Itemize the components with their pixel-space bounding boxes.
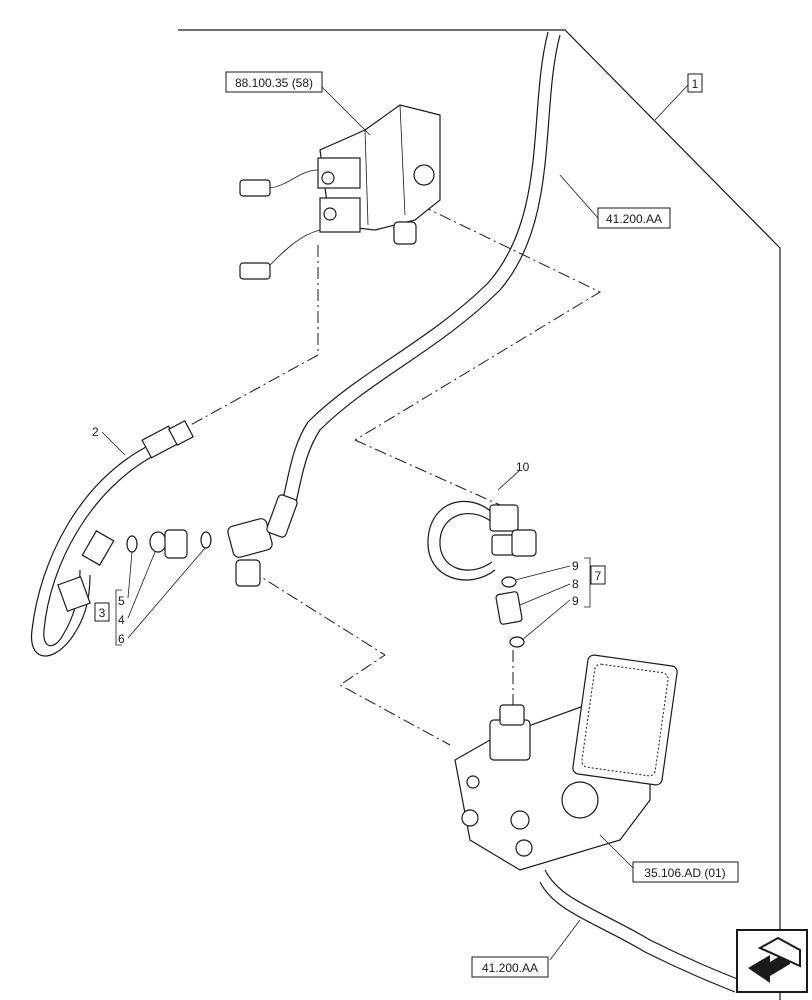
solenoid-valve-block	[239, 104, 441, 280]
leader-lines	[101, 84, 689, 961]
next-page-arrow-icon[interactable]	[736, 929, 808, 993]
kit-label-3: 3	[99, 606, 106, 620]
diagram-frame	[178, 29, 781, 1000]
ref-label-pump: 35.106.AD (01)	[644, 866, 725, 880]
callout-5: 5	[118, 594, 125, 608]
callout-4: 4	[118, 613, 125, 627]
ref-box-valve[interactable]: 88.100.35 (58)	[225, 71, 323, 93]
callout-8: 8	[572, 577, 579, 591]
harness-tee-connector	[227, 494, 298, 587]
fittings-group-7	[495, 576, 525, 648]
ref-box-pump[interactable]: 35.106.AD (01)	[632, 861, 739, 883]
hose-10	[427, 500, 537, 581]
wire-harness	[277, 31, 741, 993]
assembly-lines	[184, 204, 602, 746]
ref-box-kit-3[interactable]: 3	[94, 602, 110, 622]
hose-2	[30, 420, 194, 657]
fittings-group-3	[126, 529, 212, 559]
callout-9-top: 9	[572, 559, 579, 573]
callout-2: 2	[92, 425, 99, 439]
ref-box-hose-bottom[interactable]: 41.200.AA	[471, 956, 549, 978]
hydraulic-pump	[454, 654, 678, 871]
callout-9-bottom: 9	[572, 594, 579, 608]
kit-label-7: 7	[595, 569, 602, 583]
ref-label-hose-top: 41.200.AA	[606, 212, 662, 226]
callout-6: 6	[118, 632, 125, 646]
callout-10: 10	[516, 460, 530, 474]
ref-label-valve: 88.100.35 (58)	[235, 76, 313, 90]
group-brackets	[115, 557, 591, 646]
ref-box-hose-top[interactable]: 41.200.AA	[597, 207, 671, 229]
ref-box-kit-7[interactable]: 7	[590, 565, 606, 585]
kit-label-1: 1	[692, 77, 699, 91]
ref-label-hose-bottom: 41.200.AA	[482, 961, 538, 975]
ref-box-kit-1[interactable]: 1	[687, 73, 703, 93]
